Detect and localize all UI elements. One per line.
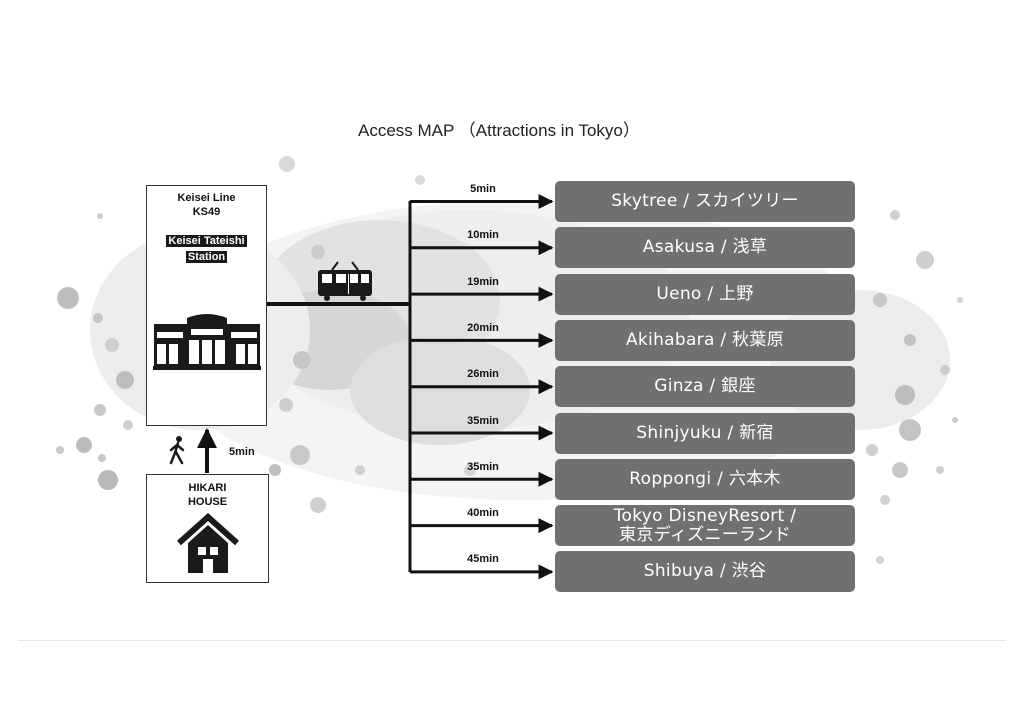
destination-box: Akihabara / 秋葉原: [555, 319, 855, 361]
travel-time: 5min: [470, 183, 496, 195]
walk-time: 5min: [229, 446, 255, 458]
travel-time: 10min: [467, 229, 499, 242]
destination-box: Ueno / 上野: [555, 273, 855, 315]
station-code: KS49: [192, 206, 221, 218]
travel-time: 40min: [467, 507, 499, 520]
station-building-icon: [153, 314, 261, 370]
destination-box: Skytree / スカイツリー: [555, 181, 855, 222]
station-name-line1: Keisei Tateishi: [166, 235, 247, 247]
house-label: HIKARI HOUSE: [187, 482, 228, 508]
travel-time: 26min: [467, 368, 499, 381]
destination-box: Shibuya / 渋谷: [555, 551, 855, 593]
destination-box: Shinjyuku / 新宿: [555, 412, 855, 454]
travel-time: 35min: [467, 460, 499, 473]
destination-box: Ginza / 銀座: [555, 366, 855, 408]
destination-box: Asakusa / 浅草: [555, 227, 855, 269]
house-icon: [177, 513, 239, 573]
station-box: Keisei Line KS49 Keisei Tateishi Station: [146, 185, 267, 426]
house-box: HIKARI HOUSE: [146, 474, 269, 583]
destination-box: Tokyo DisneyResort / 東京ディズニーランド: [555, 505, 855, 547]
bottom-divider: [18, 640, 1006, 641]
destination-box: Roppongi / 六本木: [555, 458, 855, 500]
page-title: Access MAP （Attractions in Tokyo）: [358, 121, 640, 140]
travel-time: 19min: [467, 275, 499, 288]
station-name-line2: Station: [185, 251, 228, 263]
travel-time: 35min: [467, 414, 499, 427]
travel-time: 45min: [467, 553, 499, 566]
station-line-name: Keisei Line: [177, 192, 236, 204]
travel-time: 20min: [467, 321, 499, 334]
